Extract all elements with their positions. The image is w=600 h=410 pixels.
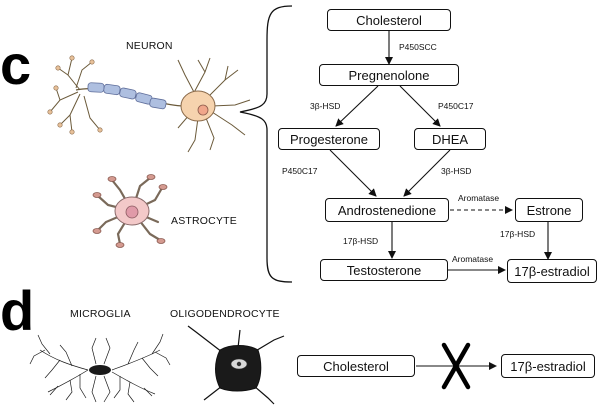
block-x-icon xyxy=(441,342,471,390)
node-progesterone: Progesterone xyxy=(278,128,380,150)
label-astrocyte: ASTROCYTE xyxy=(171,215,237,227)
panel-label-d: d xyxy=(0,279,35,342)
arrow-prog-andro xyxy=(329,149,377,197)
enzyme-3bhsd-a: 3β-HSD xyxy=(310,101,341,111)
node-androstenedione: Androstenedione xyxy=(325,198,449,222)
enzyme-3bhsd-b: 3β-HSD xyxy=(441,166,472,176)
enzyme-p450c17-a: P450C17 xyxy=(438,101,474,111)
arrow-preg-dhea xyxy=(399,85,441,127)
enzyme-p450c17-b: P450C17 xyxy=(282,166,318,176)
node-d-cholesterol: Cholesterol xyxy=(297,355,415,377)
microglia-soma xyxy=(89,365,111,375)
curly-brace xyxy=(239,5,293,283)
astrocyte-illustration xyxy=(92,174,168,248)
enzyme-aromatase-a: Aromatase xyxy=(458,193,500,203)
microglia-illustration xyxy=(29,333,171,403)
enzyme-p450scc: P450SCC xyxy=(399,42,437,52)
label-neuron: NEURON xyxy=(126,40,173,52)
node-d-estradiol: 17β-estradiol xyxy=(501,354,595,378)
enzyme-aromatase-b: Aromatase xyxy=(452,254,494,264)
label-microglia: MICROGLIA xyxy=(70,308,131,320)
node-estradiol: 17β-estradiol xyxy=(507,259,597,283)
label-oligodendrocyte: OLIGODENDROCYTE xyxy=(170,308,280,320)
node-dhea: DHEA xyxy=(414,128,486,150)
panel-label-c: c xyxy=(0,33,32,96)
enzyme-17bhsd-b: 17β-HSD xyxy=(500,229,536,239)
oligodendrocyte-illustration xyxy=(187,325,285,405)
arrow-dhea-andro xyxy=(403,149,451,197)
neuron-illustration xyxy=(47,55,251,153)
node-pregnenolone: Pregnenolone xyxy=(319,64,459,86)
node-estrone: Estrone xyxy=(515,198,583,222)
arrow-preg-prog xyxy=(335,85,379,127)
enzyme-17bhsd-a: 17β-HSD xyxy=(343,236,379,246)
node-testosterone: Testosterone xyxy=(320,259,448,281)
node-cholesterol: Cholesterol xyxy=(327,9,451,31)
